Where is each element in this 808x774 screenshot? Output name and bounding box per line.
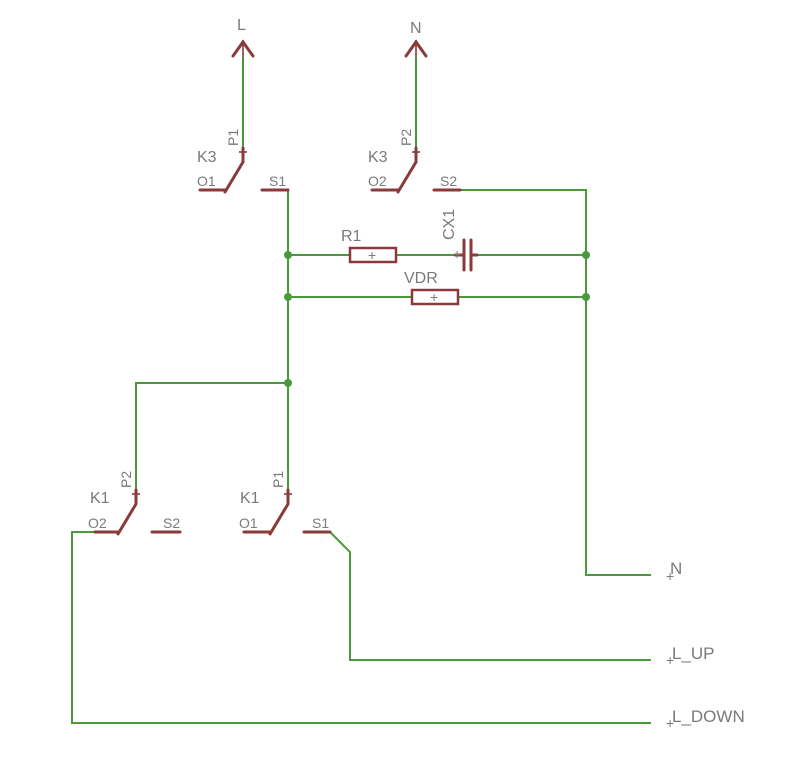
junctions — [284, 251, 590, 387]
k3-s1-label: S1 — [269, 173, 286, 189]
cx1-marker: + — [453, 246, 461, 262]
wires — [71, 57, 651, 724]
supply-neutral-arrow: N — [404, 20, 428, 58]
output-up: + L_UP — [666, 644, 715, 668]
output-up-label: L_UP — [672, 644, 715, 663]
k3-p1-label: P1 — [225, 129, 241, 146]
supply-line-label: L — [237, 17, 246, 34]
wire-k1s1-up — [328, 530, 651, 661]
k3-pole2-switch: P2 K3 O2 S2 — [368, 129, 462, 194]
r1-label: R1 — [341, 228, 362, 245]
k3-o1-label: O1 — [197, 173, 216, 189]
vdr-label: VDR — [404, 270, 438, 287]
k1-o2-label: O2 — [88, 515, 107, 531]
k1-name-label-1: K1 — [90, 490, 110, 507]
k1-p1-label: P1 — [270, 471, 286, 488]
k3-s2-label: S2 — [440, 173, 457, 189]
vdr-marker: + — [430, 289, 438, 305]
k1-o1-label: O1 — [239, 515, 258, 531]
k3-name-label-2: K3 — [368, 149, 388, 166]
output-down-marker: + — [666, 715, 674, 731]
k3-pole1-switch: P1 K3 O1 S1 — [197, 129, 290, 194]
k1-name-label-2: K1 — [240, 490, 260, 507]
output-down-label: L_DOWN — [672, 707, 745, 726]
cx1-label: CX1 — [441, 209, 458, 240]
output-up-marker: + — [666, 652, 674, 668]
supply-line-arrow: L — [231, 17, 255, 58]
k1-pole2-switch: P2 K1 O2 S2 — [88, 471, 182, 536]
r1-marker: + — [368, 247, 376, 263]
output-neutral: + N — [666, 559, 682, 584]
k1-pole1-switch: P1 K1 O1 S1 — [239, 471, 332, 536]
varistor-vdr: + VDR — [404, 270, 460, 306]
k1-s1-label: S1 — [312, 515, 329, 531]
k3-p2-label: P2 — [398, 129, 414, 146]
k3-name-label-1: K3 — [197, 149, 217, 166]
output-neutral-marker: + — [666, 568, 674, 584]
supply-neutral-label: N — [410, 20, 422, 37]
capacitor-cx1: + CX1 — [441, 209, 479, 272]
wire-node-k1p2 — [135, 382, 289, 491]
output-down: + L_DOWN — [666, 707, 745, 731]
resistor-r1: + R1 — [341, 228, 398, 264]
wire-k1o2-down — [71, 531, 651, 724]
output-neutral-label: N — [670, 559, 682, 578]
k1-s2-label: S2 — [163, 515, 180, 531]
k1-p2-label: P2 — [118, 471, 134, 488]
wire-k3s2-right — [459, 189, 651, 576]
k3-o2-label: O2 — [368, 173, 387, 189]
